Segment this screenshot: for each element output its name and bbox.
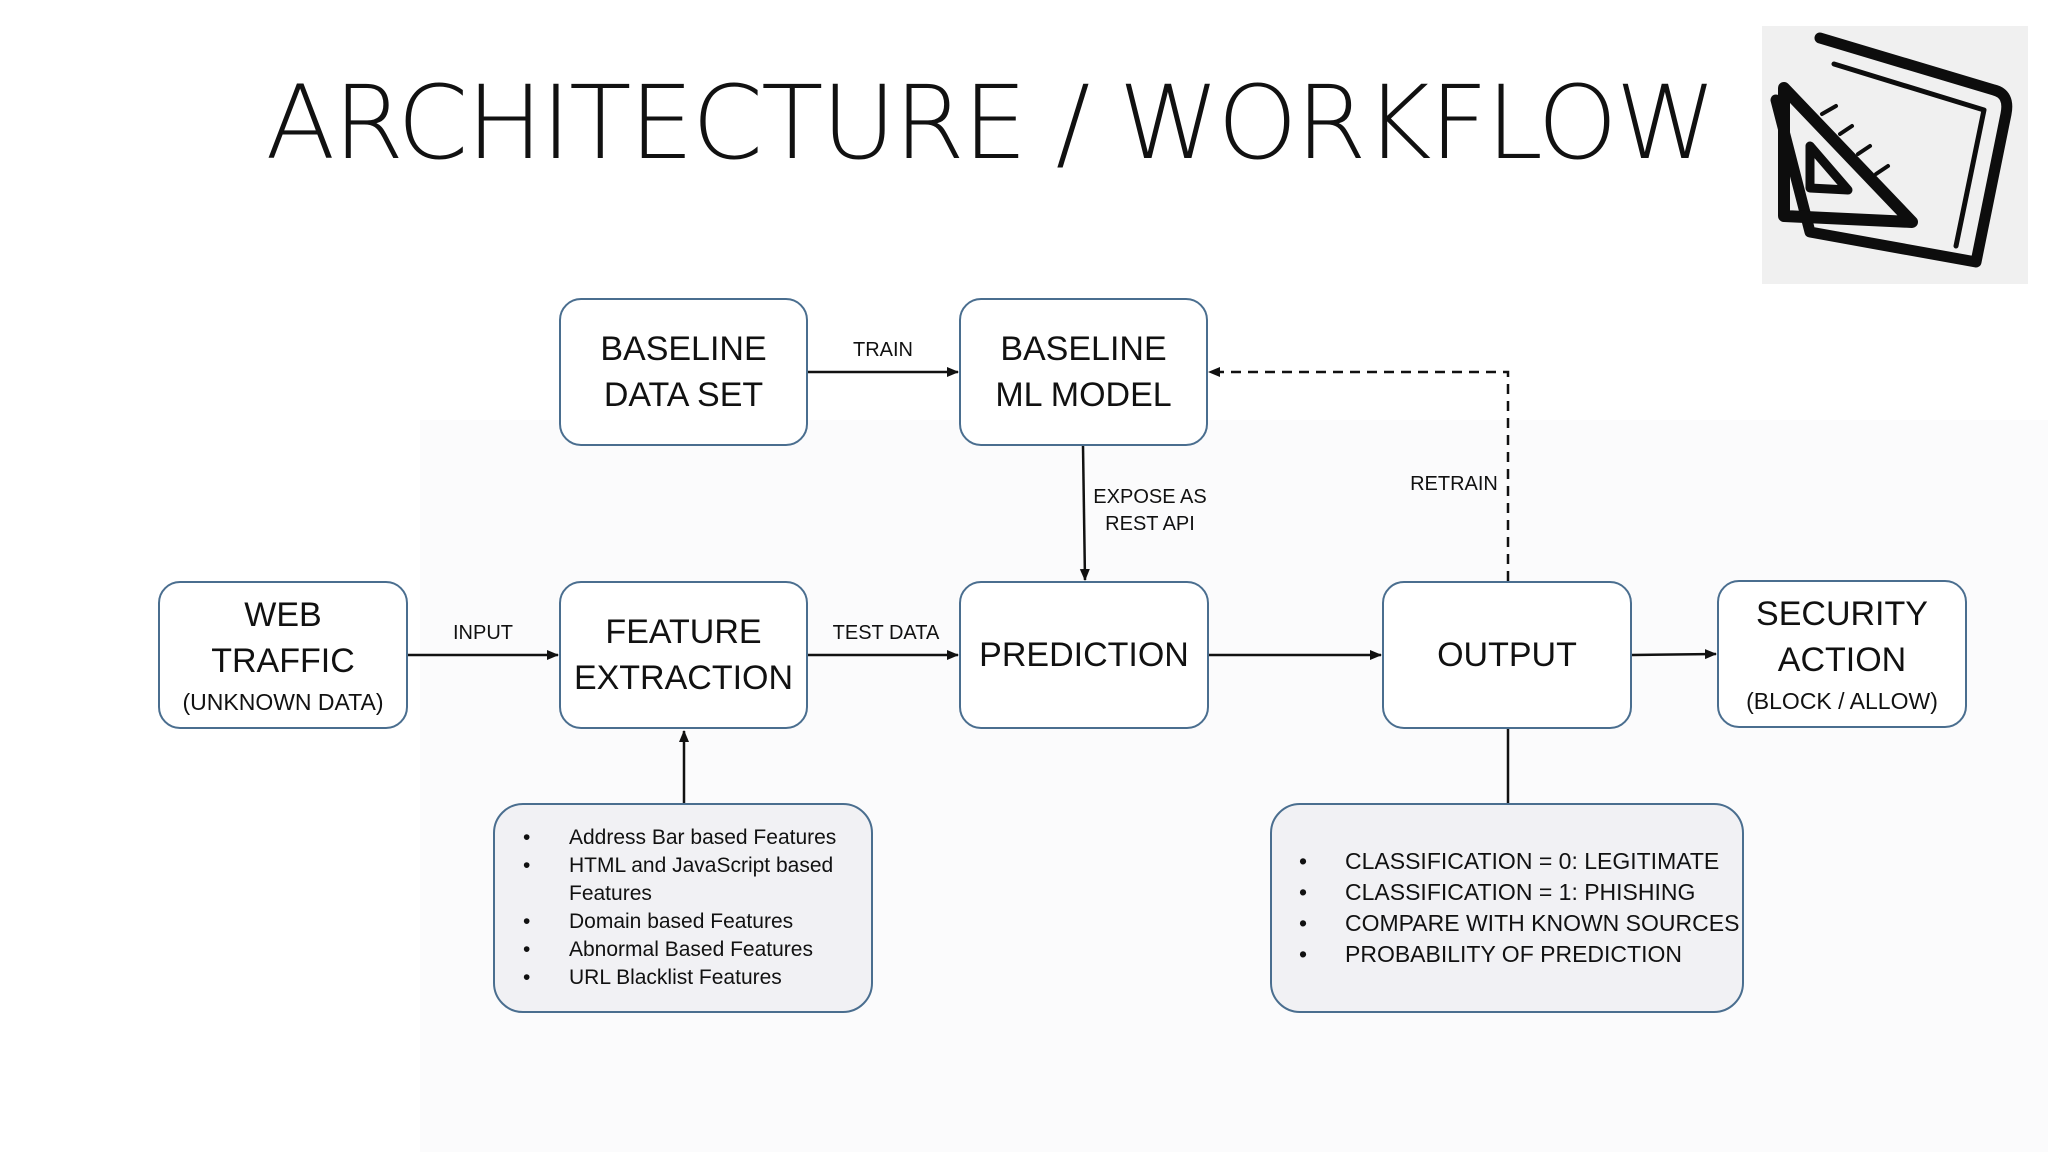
list-item: CLASSIFICATION = 0: LEGITIMATE — [1299, 846, 1742, 877]
retrain-arrow — [1208, 367, 1510, 581]
baseline-ml-model-label: BASELINE ML MODEL — [995, 330, 1172, 414]
feature-extraction-label: FEATURE EXTRACTION — [573, 613, 794, 697]
expose-label: EXPOSE AS REST API — [1093, 486, 1207, 535]
web-traffic-sublabel: (UNKNOWN DATA) — [182, 689, 384, 715]
web-traffic-label: WEB TRAFFIC — [211, 596, 355, 680]
list-item: HTML and JavaScript based Features — [523, 852, 871, 908]
slide-title: ARCHITECTURE / WORKFLOW — [265, 64, 1717, 183]
feature-extraction-box: FEATURE EXTRACTION — [559, 581, 808, 729]
list-item: URL Blacklist Features — [523, 964, 871, 992]
security-action-box: SECURITY ACTION (BLOCK / ALLOW) — [1717, 580, 1967, 728]
baseline-data-set-label: BASELINE DATA SET — [600, 330, 767, 414]
retrain-label: RETRAIN — [1410, 473, 1498, 495]
prediction-label: PREDICTION — [979, 636, 1189, 674]
list-item: PROBABILITY OF PREDICTION — [1299, 939, 1742, 970]
baseline-data-set-box: BASELINE DATA SET — [559, 298, 808, 446]
test-data-label: TEST DATA — [832, 622, 940, 644]
features-note: Address Bar based Features HTML and Java… — [493, 803, 873, 1013]
train-label: TRAIN — [853, 339, 913, 361]
output-details-note: CLASSIFICATION = 0: LEGITIMATE CLASSIFIC… — [1270, 803, 1744, 1013]
list-item: COMPARE WITH KNOWN SOURCES — [1299, 908, 1742, 939]
output-details-list: CLASSIFICATION = 0: LEGITIMATE CLASSIFIC… — [1272, 846, 1742, 970]
list-item: Address Bar based Features — [523, 824, 871, 852]
security-action-sublabel: (BLOCK / ALLOW) — [1746, 688, 1938, 714]
security-action-label: SECURITY ACTION — [1756, 595, 1928, 679]
web-traffic-box: WEB TRAFFIC (UNKNOWN DATA) — [158, 581, 408, 729]
baseline-ml-model-box: BASELINE ML MODEL — [959, 298, 1208, 446]
prediction-box: PREDICTION — [959, 581, 1209, 729]
output-box: OUTPUT — [1382, 581, 1632, 729]
list-item: Domain based Features — [523, 908, 871, 936]
output-security-arrow — [1631, 649, 1717, 660]
background-panel — [420, 420, 2048, 1152]
output-label: OUTPUT — [1437, 636, 1577, 674]
expose-arrow — [1079, 445, 1090, 581]
set-square-ruler-icon — [1762, 26, 2028, 284]
input-label: INPUT — [453, 622, 513, 644]
features-list: Address Bar based Features HTML and Java… — [495, 824, 871, 992]
list-item: Abnormal Based Features — [523, 936, 871, 964]
list-item: CLASSIFICATION = 1: PHISHING — [1299, 877, 1742, 908]
